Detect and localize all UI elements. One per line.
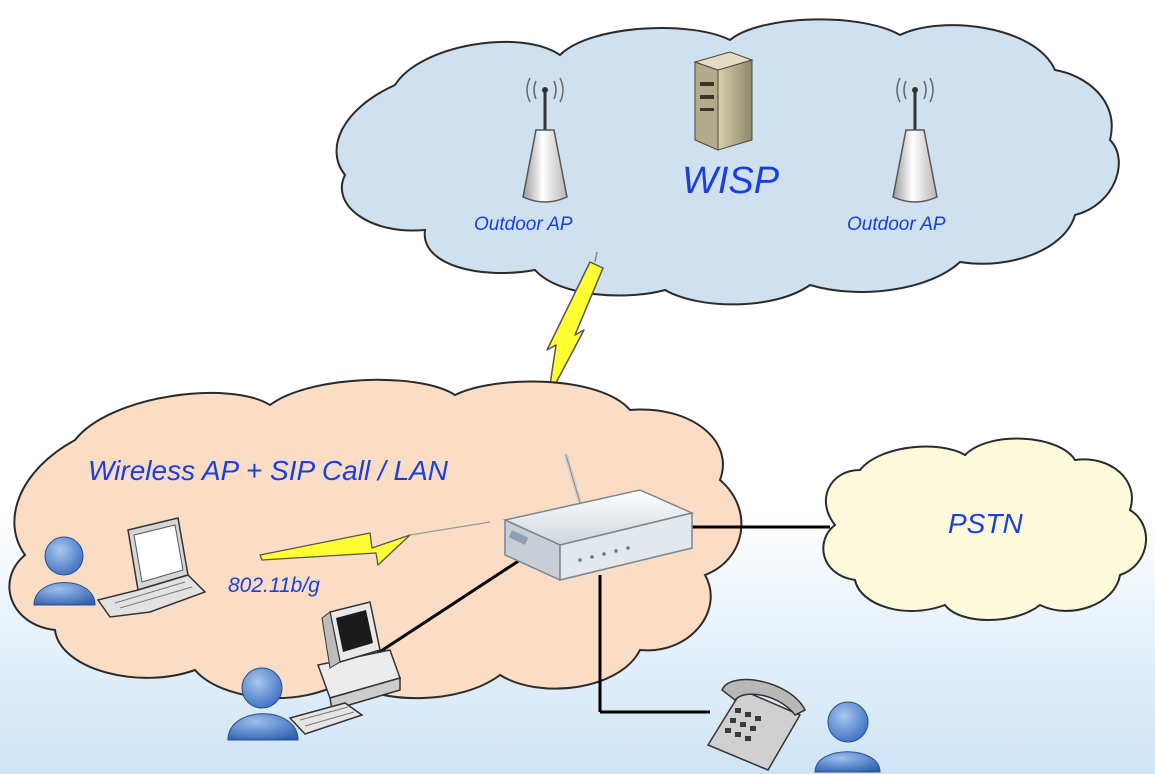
laptop-icon — [96, 517, 207, 618]
pstn-title: PSTN — [948, 508, 1023, 539]
wired-links — [374, 525, 830, 714]
left-outdoor-ap-label: Outdoor AP — [474, 214, 573, 235]
user-icon — [227, 667, 299, 741]
pstn-cloud-shape — [822, 437, 1147, 621]
pstn-cloud — [822, 437, 1147, 621]
antenna-icon — [522, 77, 568, 203]
router-icon — [502, 453, 695, 582]
desktop-computer-icon — [316, 601, 401, 711]
right-outdoor-ap — [892, 77, 938, 203]
wisp-title: WISP — [682, 160, 780, 202]
lightning-link-icon — [259, 521, 491, 566]
user-icon — [33, 536, 96, 606]
right-outdoor-ap-label: Outdoor AP — [847, 214, 946, 235]
telephone-icon — [706, 678, 807, 771]
server-icon — [693, 51, 754, 151]
wisp-cloud — [335, 18, 1120, 306]
lan-title: Wireless AP + SIP Call / LAN — [88, 455, 448, 486]
lan-cloud — [8, 378, 743, 700]
wireless-standard-label: 802.11b/g — [228, 574, 320, 597]
left-outdoor-ap — [522, 77, 568, 203]
keyboard-icon — [288, 702, 364, 735]
user-icon — [814, 701, 881, 773]
antenna-icon — [892, 77, 938, 203]
lan-cloud-shape — [8, 378, 743, 700]
wisp-cloud-shape — [335, 18, 1120, 306]
